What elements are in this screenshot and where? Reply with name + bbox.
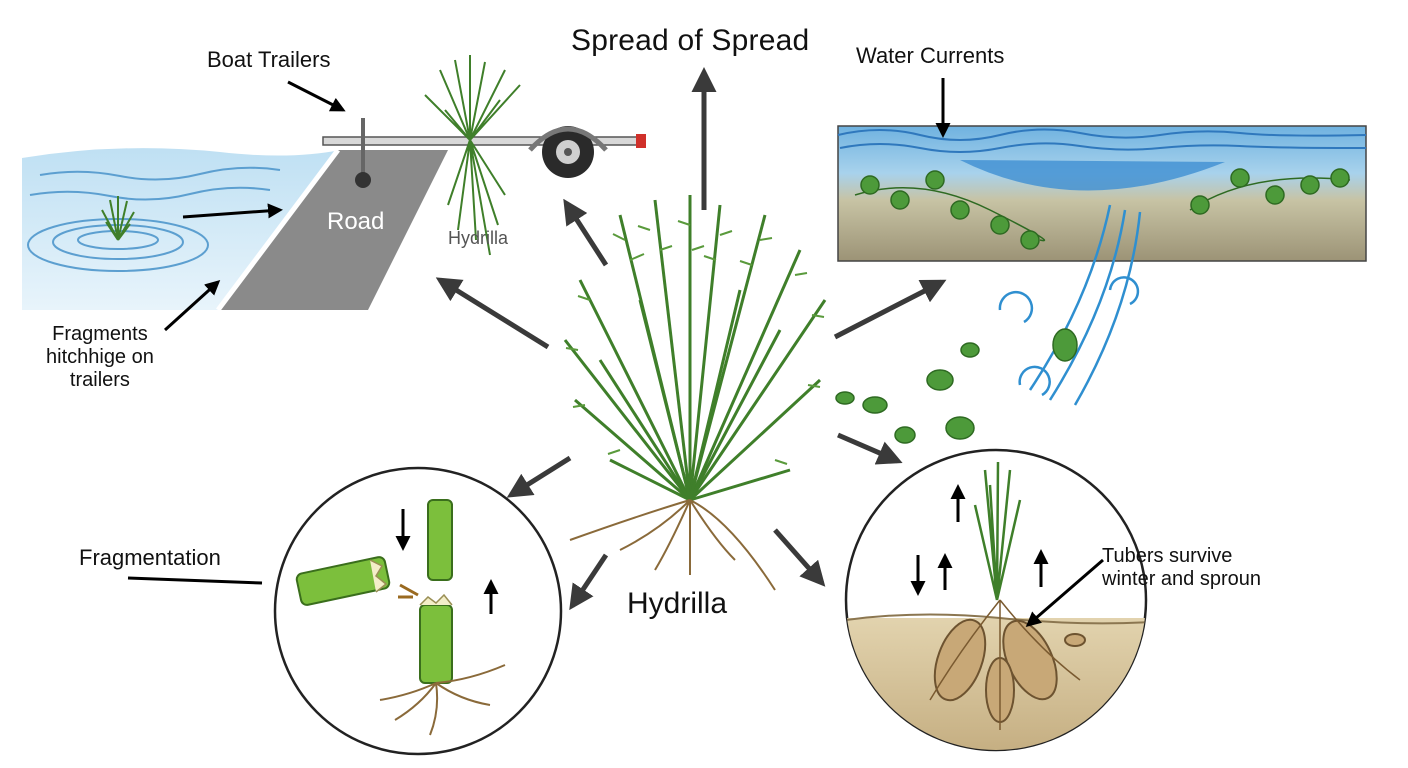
lake-to-road-arrow [182,203,283,219]
fragments-hitchhike-note: Fragments hitchhige on trailers [46,323,154,391]
fragment-roots [379,664,506,736]
boat-trailers-label: Boat Trailers [207,47,331,72]
current-swirls [998,204,1142,406]
boat-trailer-panel [22,55,646,332]
road [218,150,448,310]
trailer-hydrilla-label: Hydrilla [448,228,509,248]
central-plant-roots [569,499,776,591]
current-basin [960,160,1225,191]
arrow-to-fragmentation [506,455,572,498]
submerged-plants [854,168,1351,250]
arrow-to-fragments [837,432,903,465]
arrow-down-left [569,553,609,611]
tubers-survive-note: Tubers survive winter and sproun [1102,545,1261,590]
tubers-note-arrow [1025,558,1104,627]
lake-plant-icon [101,196,135,241]
central-hydrilla-plant [563,195,827,591]
water-currents-label: Water Currents [856,43,1005,68]
arrow-to-road [435,277,550,350]
trailer-plant-icon [424,55,521,256]
broken-stem-icon [295,499,453,684]
road-edge [216,148,340,312]
fragmentation-panel [127,466,563,756]
tubers-icon [933,618,1086,723]
trailer-icon [322,118,646,188]
central-hydrilla-label: Hydrilla [627,587,728,620]
arrow-to-tubers [773,528,826,587]
arrow-to-trailer [563,198,609,267]
road-label: Road [327,208,385,235]
tubers-panel [844,448,1148,752]
diagram-title: Spread of Spread [571,24,810,57]
fragmentation-title-underline [127,576,263,585]
water-currents-panel [835,78,1367,444]
arrow-to-currents [833,279,947,340]
spread-arrows [435,67,947,611]
fragments-note-arrow [163,279,221,332]
drifting-fragments [835,328,1078,444]
sprout-icon [973,461,1022,601]
surface-waves [837,128,1367,153]
fragmentation-label: Fragmentation [79,545,221,570]
boat-title-arrow [287,80,346,112]
